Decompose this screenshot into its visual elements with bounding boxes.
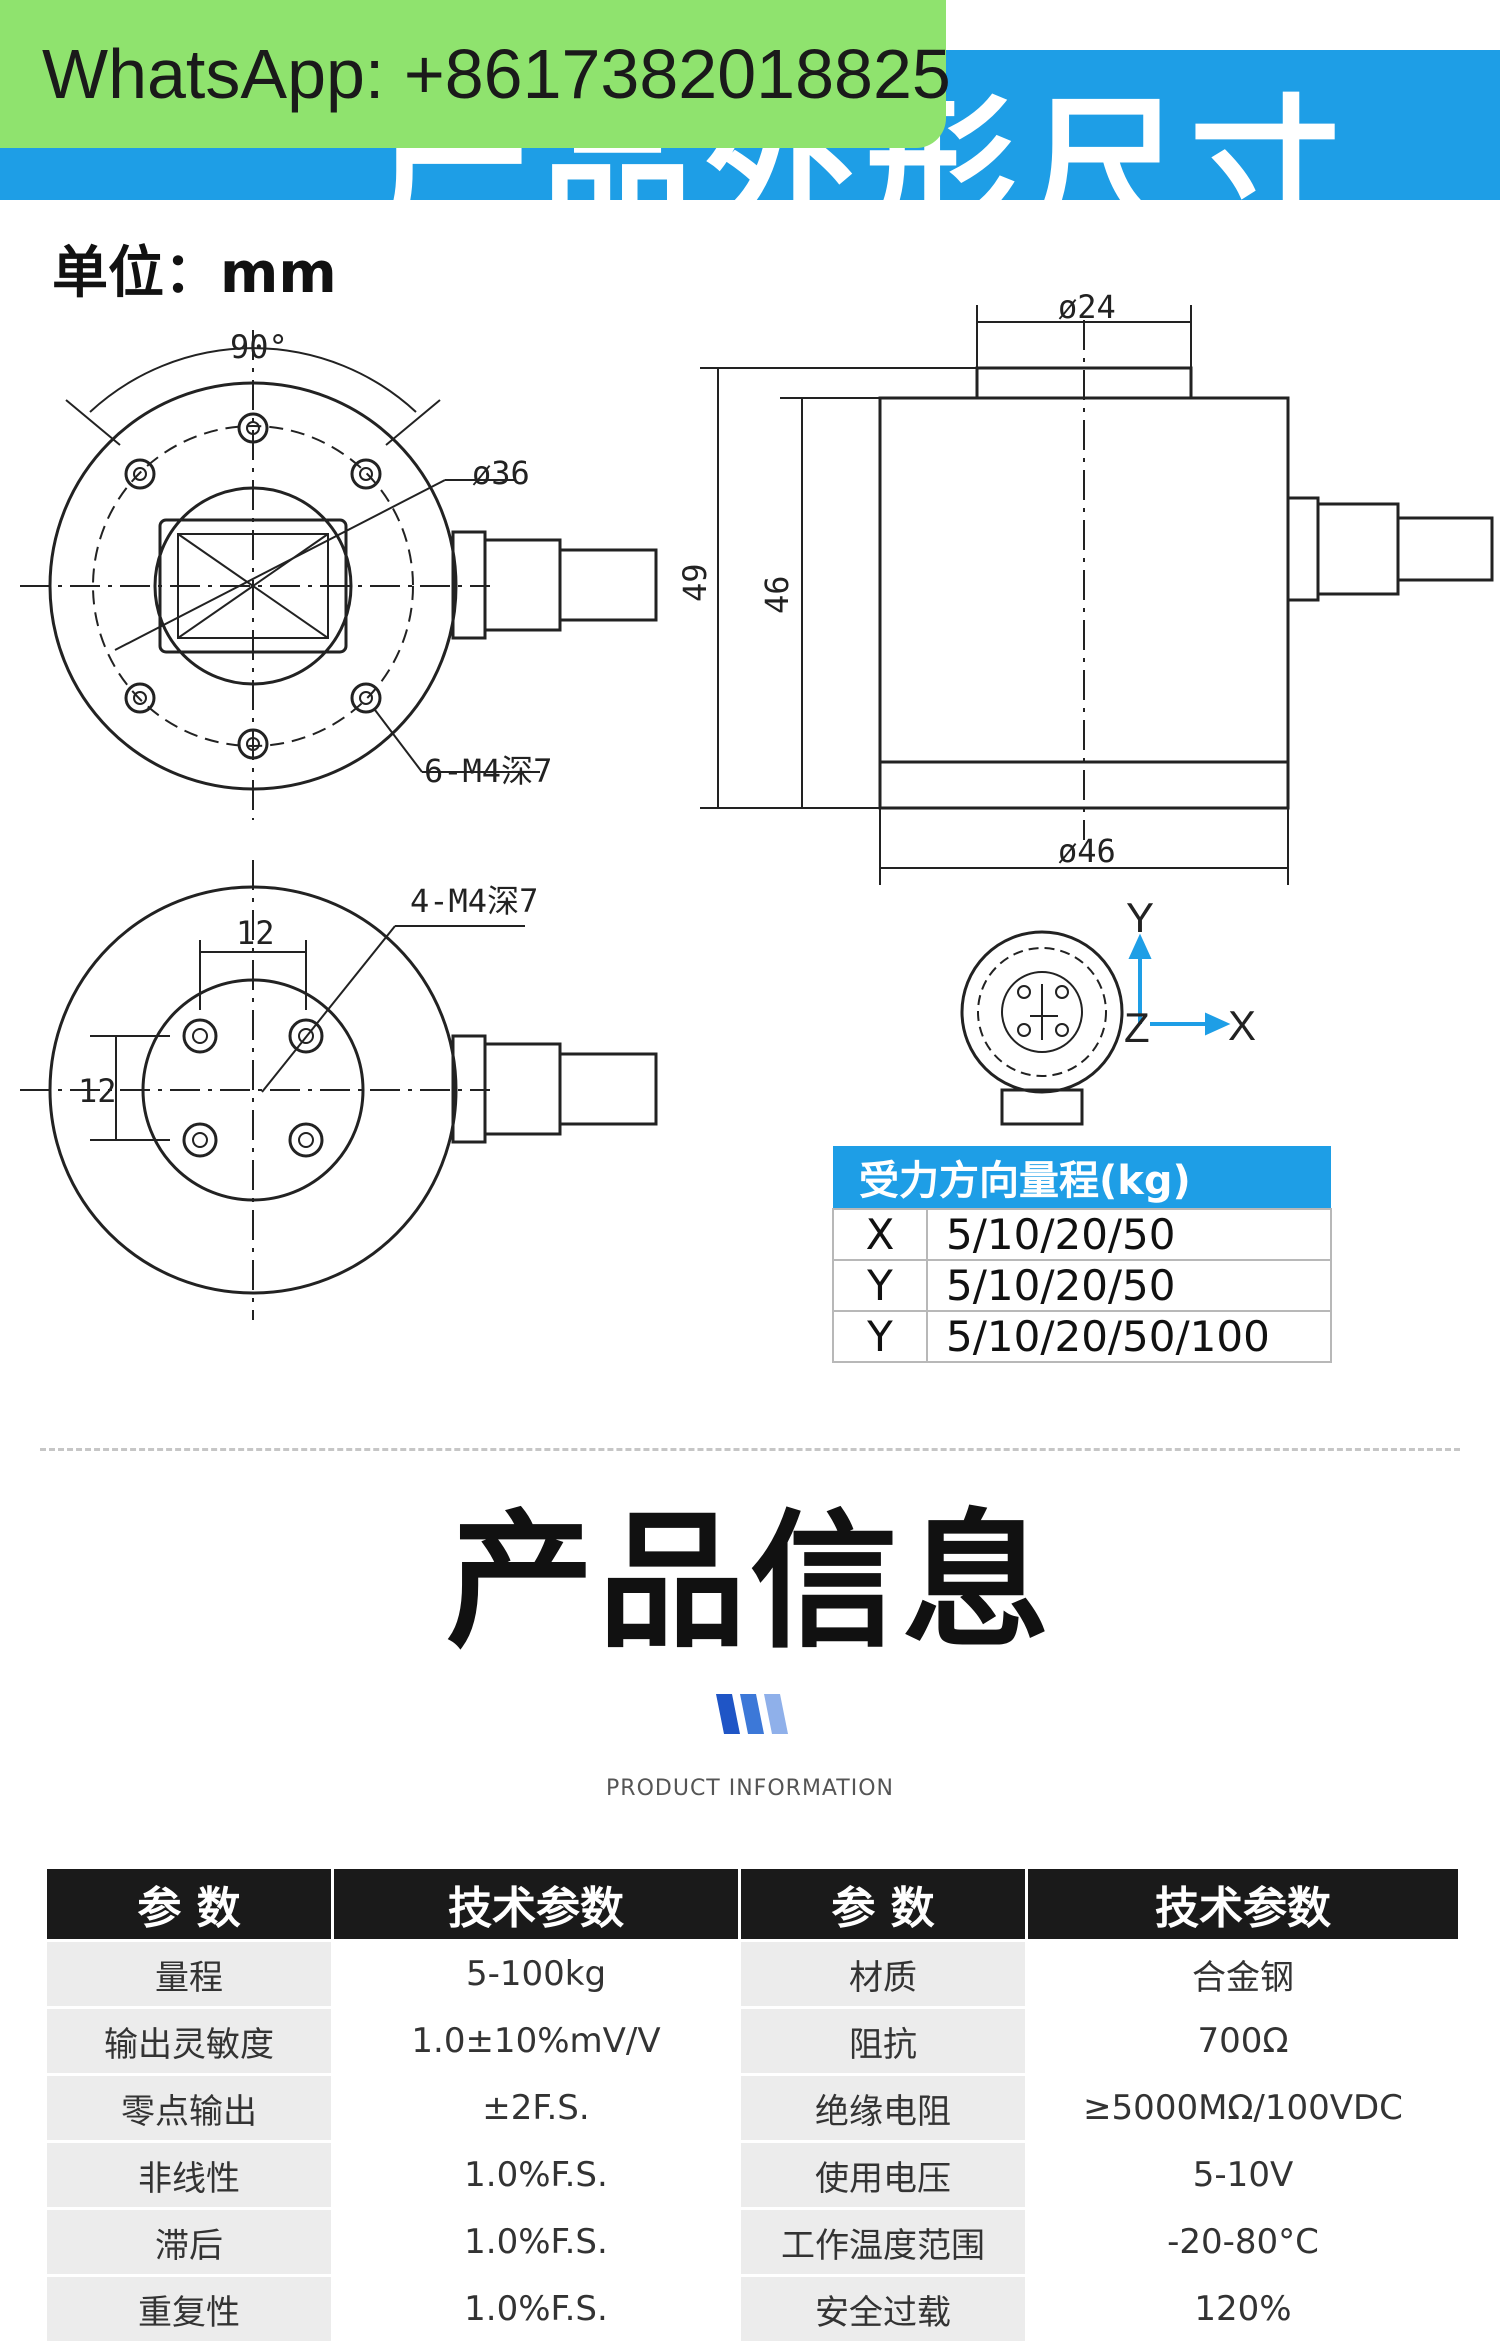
info-subtitle: PRODUCT INFORMATION: [606, 1776, 894, 1801]
param-name: 滞后: [47, 2210, 331, 2274]
axis-z-label: Z: [1124, 1004, 1150, 1051]
base-outer: [48, 885, 458, 1295]
bolt-holes-6: [124, 412, 382, 760]
technical-drawing: 90° ø36 6-M4深7 12 12 4-M4深7: [20, 288, 1494, 1320]
table-row: 输出灵敏度 1.0±10%mV/V 阻抗 700Ω: [47, 2009, 1458, 2073]
param-value: -20-80°C: [1028, 2210, 1458, 2274]
param-name: 非线性: [47, 2143, 331, 2207]
whatsapp-text: WhatsApp: +8617382018825: [42, 35, 951, 113]
range-axis: Y: [832, 1310, 928, 1363]
spec-header: 参 数: [47, 1869, 331, 1939]
table-row: 量程 5-100kg 材质 合金钢: [47, 1942, 1458, 2006]
table-row: 重复性 1.0%F.S. 安全过载 120%: [47, 2277, 1458, 2341]
side-view: ø24 ø46 49 46: [676, 288, 1494, 885]
h46-label: 46: [758, 575, 796, 614]
holes4-label: 4-M4深7: [410, 882, 538, 920]
bolt-circle: [92, 425, 414, 747]
table-row: 零点输出 ±2F.S. 绝缘电阻 ≥5000MΩ/100VDC: [47, 2076, 1458, 2140]
param-value: ≥5000MΩ/100VDC: [1028, 2076, 1458, 2140]
spec-header: 技术参数: [334, 1869, 738, 1939]
h12-label: 12: [78, 1072, 117, 1110]
axis-x-label: X: [1228, 1002, 1256, 1049]
table-row: Y 5/10/20/50: [832, 1259, 1332, 1312]
dia36-label: ø36: [472, 454, 530, 492]
param-value: 合金钢: [1028, 1942, 1458, 2006]
angle-label: 90°: [230, 328, 288, 366]
w12-label: 12: [236, 914, 275, 952]
param-name: 量程: [47, 1942, 331, 2006]
range-table: 受力方向量程(kg) X 5/10/20/50 Y 5/10/20/50 Y 5…: [832, 1146, 1332, 1363]
boss-circle: [153, 486, 353, 686]
square-socket-inner: [177, 533, 329, 639]
param-name: 安全过载: [741, 2277, 1025, 2341]
base-inner: [141, 978, 365, 1202]
axis-y-label: Y: [1126, 894, 1154, 941]
param-value: 1.0%F.S.: [334, 2143, 738, 2207]
param-value: 1.0±10%mV/V: [334, 2009, 738, 2073]
bottom-view: 12 12 4-M4深7: [20, 860, 658, 1320]
param-name: 工作温度范围: [741, 2210, 1025, 2274]
top-view: 90° ø36 6-M4深7: [20, 328, 658, 820]
square-socket: [158, 518, 348, 654]
param-value: 5-100kg: [334, 1942, 738, 2006]
param-value: 5-10V: [1028, 2143, 1458, 2207]
param-value: ±2F.S.: [334, 2076, 738, 2140]
param-value: 1.0%F.S.: [334, 2210, 738, 2274]
param-name: 绝缘电阻: [741, 2076, 1025, 2140]
param-name: 使用电压: [741, 2143, 1025, 2207]
param-name: 重复性: [47, 2277, 331, 2341]
dia24-label: ø24: [1058, 288, 1116, 326]
param-name: 阻抗: [741, 2009, 1025, 2073]
spec-table: 参 数 技术参数 参 数 技术参数 量程 5-100kg 材质 合金钢 输出灵敏…: [44, 1866, 1461, 2344]
param-name: 材质: [741, 1942, 1025, 2006]
table-row: 滞后 1.0%F.S. 工作温度范围 -20-80°C: [47, 2210, 1458, 2274]
dia46-label: ø46: [1058, 832, 1116, 870]
range-table-header: 受力方向量程(kg): [833, 1146, 1331, 1209]
h49-label: 49: [676, 563, 714, 602]
stripes-decoration: [716, 1694, 788, 1734]
param-value: 120%: [1028, 2277, 1458, 2341]
range-value: 5/10/20/50/100: [926, 1310, 1332, 1363]
param-value: 1.0%F.S.: [334, 2277, 738, 2341]
range-axis: X: [832, 1208, 928, 1261]
flange-outer: [48, 381, 458, 791]
whatsapp-watermark: WhatsApp: +8617382018825: [0, 0, 951, 148]
spec-header-row: 参 数 技术参数 参 数 技术参数: [47, 1869, 1458, 1939]
table-row: X 5/10/20/50: [832, 1208, 1332, 1261]
range-value: 5/10/20/50: [926, 1208, 1332, 1261]
param-name: 零点输出: [47, 2076, 331, 2140]
range-value: 5/10/20/50: [926, 1259, 1332, 1312]
unit-label: 单位：mm: [52, 241, 337, 306]
section-divider: [40, 1448, 1460, 1451]
spec-header: 技术参数: [1028, 1869, 1458, 1939]
table-row: Y 5/10/20/50/100: [832, 1310, 1332, 1363]
param-value: 700Ω: [1028, 2009, 1458, 2073]
param-name: 输出灵敏度: [47, 2009, 331, 2073]
info-title: 产品信息: [446, 1496, 1054, 1668]
range-axis: Y: [832, 1259, 928, 1312]
table-row: 非线性 1.0%F.S. 使用电压 5-10V: [47, 2143, 1458, 2207]
spec-header: 参 数: [741, 1869, 1025, 1939]
holes6-label: 6-M4深7: [424, 752, 552, 790]
axis-icon: Y Z X: [960, 894, 1256, 1126]
